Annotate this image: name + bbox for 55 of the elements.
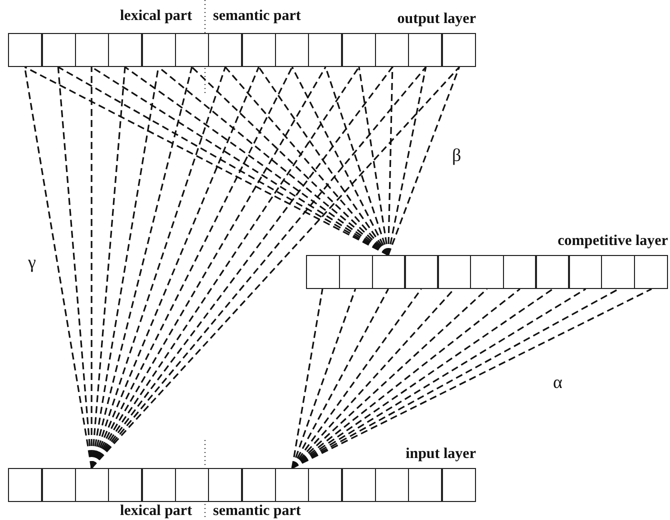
dashed-connection-line [388, 66, 460, 256]
dashed-connection-line [57, 66, 92, 468]
neuron-cell [374, 468, 410, 502]
neuron-cell [274, 468, 310, 502]
neuron-cell [8, 33, 43, 67]
neuron-cell [338, 255, 374, 289]
neuron-cell [141, 468, 176, 502]
neuron-cell [437, 255, 472, 289]
part-label: lexical part [120, 503, 192, 520]
neuron-cell [8, 468, 43, 502]
dashed-connection-line [387, 66, 394, 256]
neuron-cell [141, 33, 176, 67]
neuron-cell [108, 33, 143, 67]
neuron-cell [174, 33, 210, 67]
layer-label: competitive layer [558, 233, 668, 250]
neuron-cell [408, 468, 443, 502]
layer-label: output layer [397, 11, 476, 28]
dashed-connection-line [291, 288, 324, 468]
dashed-connection-line [388, 66, 427, 256]
part-label: semantic part [213, 503, 301, 520]
neuron-cell [408, 33, 443, 67]
neuron-cell [600, 255, 636, 289]
neuron-cell [341, 33, 376, 67]
neuron-cell [41, 468, 76, 502]
neuron-cell [306, 255, 340, 289]
neuron-cell [74, 468, 110, 502]
neuron-cell [274, 33, 310, 67]
neuron-cell [241, 468, 276, 502]
layer-label: input layer [406, 446, 476, 463]
neuron-cell [404, 255, 439, 289]
neuron-cell [441, 33, 476, 67]
neuron-cell [241, 33, 276, 67]
neuron-cell [535, 255, 570, 289]
neuron-cell [568, 255, 602, 289]
weight-symbol: γ [28, 252, 36, 273]
neuron-cell [341, 468, 376, 502]
neuron-cell [634, 255, 668, 289]
neuron-cell [372, 255, 406, 289]
neuron-cell [174, 468, 210, 502]
part-label: semantic part [213, 8, 301, 25]
neuron-cell [108, 468, 143, 502]
neuron-cell [374, 33, 410, 67]
neuron-cell [470, 255, 504, 289]
neuron-cell [308, 468, 343, 502]
neuron-cell [308, 33, 343, 67]
weight-symbol: α [553, 372, 562, 393]
neuron-cell [208, 33, 243, 67]
neuron-cell [208, 468, 243, 502]
part-label: lexical part [120, 8, 192, 25]
neuron-cell [41, 33, 76, 67]
weight-symbol: β [452, 145, 462, 166]
dashed-connection-line [291, 288, 356, 468]
neuron-cell [74, 33, 110, 67]
neuron-cell [502, 255, 537, 289]
neuron-cell [441, 468, 476, 502]
